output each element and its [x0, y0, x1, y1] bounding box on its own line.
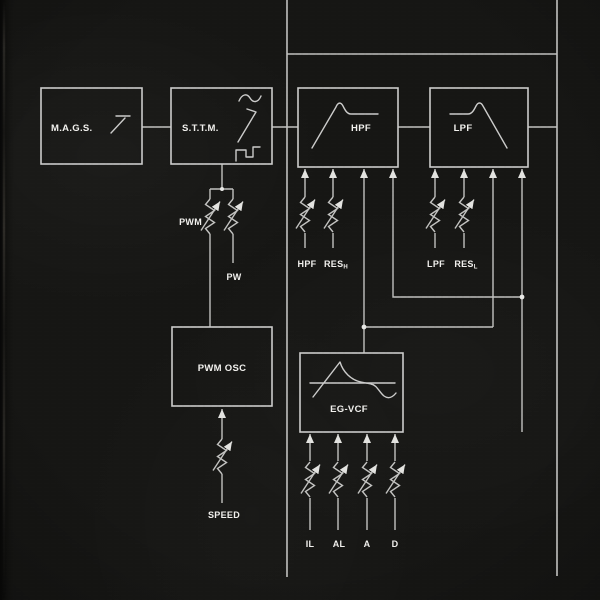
hpf-cutoff-knob [296, 197, 315, 232]
lpf-label: LPF [454, 123, 473, 134]
eg-il-knob [301, 462, 320, 497]
block-icons [110, 94, 508, 399]
hpf-label: HPF [351, 123, 371, 134]
hpf-res-label: RESH [324, 259, 348, 271]
lpf-res-subscript: L [474, 265, 478, 271]
pw-label: PW [226, 272, 241, 282]
hpf-block [297, 87, 399, 168]
mags-block [40, 87, 143, 165]
eg-a-label: A [364, 539, 371, 549]
hpf-res-subscript: H [343, 265, 348, 271]
lpf-block [429, 87, 529, 168]
eg-a-knob [358, 462, 377, 497]
highpass-curve-icon [311, 102, 379, 149]
lpf-res-knob [455, 197, 474, 232]
pwm-label: PWM [179, 217, 202, 227]
eg-al-knob [329, 462, 348, 497]
lpf-cutoff-knob [426, 197, 445, 232]
eg-d-knob [386, 462, 405, 497]
pwm-osc-label: PWM OSC [198, 363, 247, 374]
eg-il-label: IL [306, 539, 315, 549]
hpf-res-text: RES [324, 259, 343, 269]
lowpass-curve-icon [449, 102, 508, 149]
envelope-curve-icon [312, 361, 397, 399]
pwm-osc-block [171, 326, 273, 407]
hpf-cutoff-label: HPF [298, 259, 317, 269]
hpf-res-knob [324, 197, 343, 232]
pw-junction-dot [220, 187, 224, 191]
mod-bus-junction-dot [519, 294, 525, 300]
pw-amount-knob [224, 199, 243, 234]
eg-vcf-label: EG-VCF [330, 404, 368, 415]
switch-icon [110, 115, 131, 134]
labels: M.A.G.S. S.T.T.M. HPF LPF PWM OSC EG-VCF… [51, 123, 477, 549]
blocks [40, 87, 529, 433]
bus-to-hpf-arrow [389, 169, 522, 298]
sttm-block [170, 87, 273, 165]
lpf-cutoff-label: LPF [427, 259, 445, 269]
lpf-res-label: RESL [454, 259, 477, 271]
eg-al-label: AL [333, 539, 346, 549]
junction-dots [220, 187, 525, 330]
pwm-amount-knob [201, 199, 220, 234]
eg-vcf-block [299, 352, 404, 433]
eg-d-label: D [392, 539, 399, 549]
pulse-wave-icon [235, 146, 261, 162]
saw-wave-icon [237, 108, 257, 143]
mags-label: M.A.G.S. [51, 123, 92, 134]
speed-knob [213, 439, 232, 474]
sttm-label: S.T.T.M. [182, 123, 219, 134]
eg-junction-dot [361, 324, 367, 330]
speed-label: SPEED [208, 510, 240, 520]
lpf-res-text: RES [454, 259, 473, 269]
wiring [142, 0, 558, 577]
sine-wave-icon [238, 94, 262, 103]
